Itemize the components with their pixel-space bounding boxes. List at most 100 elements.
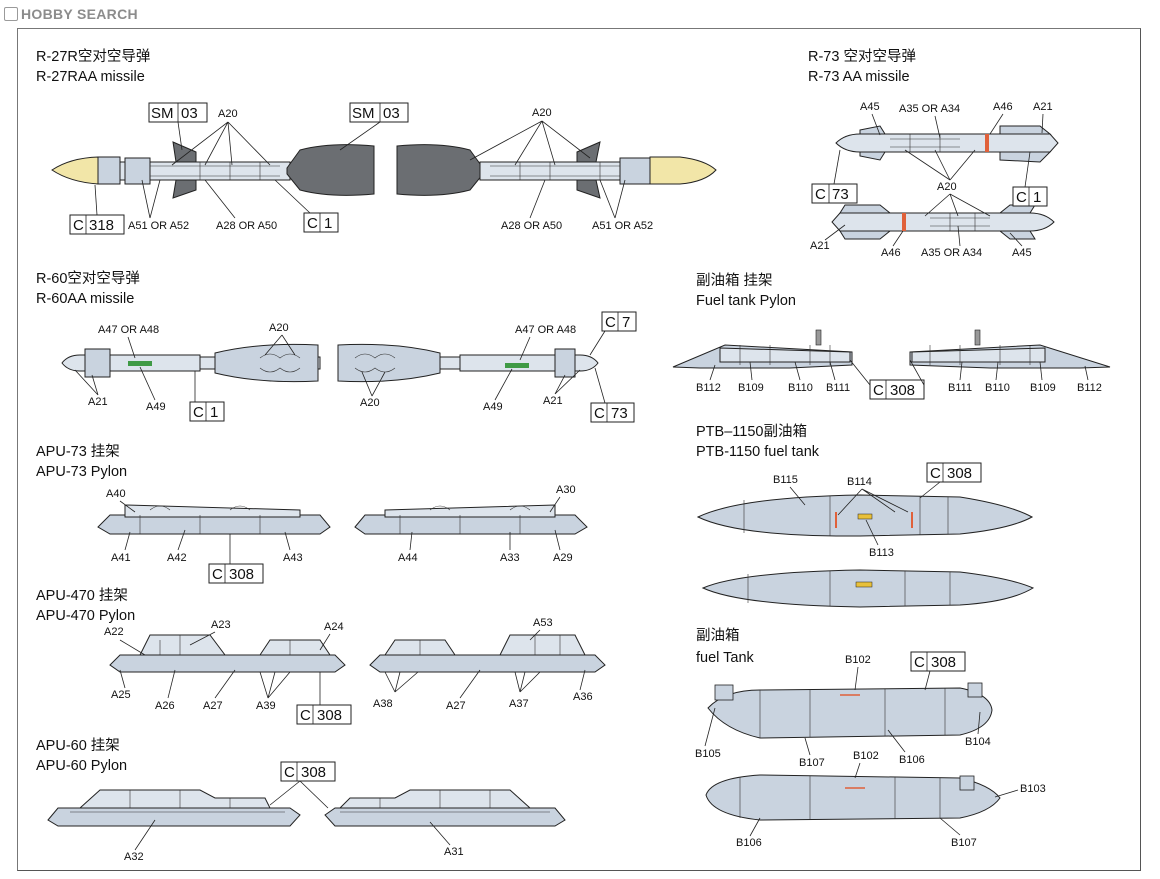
ref-c318: C 318 <box>69 214 125 235</box>
ref-c308-apu73: C 308 <box>208 563 264 584</box>
svg-text:C: C <box>914 654 925 671</box>
ref-c73-r73: C 73 <box>811 183 858 204</box>
fuel-pylon-title-en: Fuel tank Pylon <box>696 293 796 309</box>
svg-text:C: C <box>193 404 204 421</box>
apu470-title-en: APU-470 Pylon <box>36 608 135 624</box>
label-b110-left: B110 <box>788 382 813 394</box>
r27-left-half <box>51 141 375 199</box>
label-a27-right: A27 <box>446 700 466 712</box>
r27-fin-top <box>576 141 601 163</box>
label-a45-r73-bottom: A45 <box>1012 247 1032 259</box>
label-a20-r27-left: A20 <box>218 108 238 120</box>
svg-text:03: 03 <box>181 105 198 122</box>
label-a46-r73-bottom: A46 <box>881 247 901 259</box>
label-a46-r73-top: A46 <box>993 101 1013 113</box>
label-b114: B114 <box>847 476 872 488</box>
label-a47-or-a48-r60-left: A47 OR A48 <box>98 324 159 336</box>
label-a42: A42 <box>167 552 187 564</box>
label-a49-r60-right: A49 <box>483 401 503 413</box>
apu73-right <box>354 514 588 535</box>
label-a43: A43 <box>283 552 303 564</box>
svg-text:318: 318 <box>89 217 114 234</box>
apu60-left <box>47 807 301 827</box>
apu470-title-cn: APU-470 挂架 <box>36 587 128 604</box>
svg-text:C: C <box>605 314 616 331</box>
svg-text:1: 1 <box>324 215 332 232</box>
label-a28-or-a50-right: A28 OR A50 <box>501 220 562 232</box>
svg-text:308: 308 <box>229 566 254 583</box>
svg-text:SM: SM <box>352 105 375 122</box>
label-a23: A23 <box>211 619 231 631</box>
svg-text:308: 308 <box>890 382 915 399</box>
label-a27-left: A27 <box>203 700 223 712</box>
svg-text:308: 308 <box>317 707 342 724</box>
label-a41: A41 <box>111 552 131 564</box>
label-b105: B105 <box>695 748 721 760</box>
label-b102-bottom: B102 <box>853 750 879 762</box>
ptb1150-title-cn: PTB–1150副油箱 <box>696 423 807 440</box>
ref-c308-fuel-pylon: C 308 <box>869 379 925 400</box>
r73-title-cn: R-73 空对空导弹 <box>808 48 916 65</box>
ref-c308-apu470: C 308 <box>296 704 352 725</box>
label-a35-or-a34-r73-top: A35 OR A34 <box>899 103 960 115</box>
svg-text:7: 7 <box>622 314 630 331</box>
svg-text:C: C <box>212 566 223 583</box>
apu73-section: APU-73 挂架 APU-73 Pylon A40 A41 A42 A43 C… <box>36 443 588 584</box>
svg-text:C: C <box>594 405 605 422</box>
svg-text:1: 1 <box>1033 189 1041 206</box>
r27-canard-top <box>172 141 197 163</box>
r60-section: R-60空对空导弹 R-60AA missile A47 OR A48 A20 … <box>36 270 637 423</box>
svg-text:73: 73 <box>611 405 628 422</box>
r27-section: R-27R空对空导弹 R-27RAA missile SM <box>36 48 717 235</box>
logo-icon <box>4 7 18 21</box>
ref-c1-r27: C 1 <box>303 212 339 233</box>
label-a31: A31 <box>444 846 464 858</box>
fuel-tank-section: 副油箱 fuel Tank B102 C 308 B105 B107 B106 … <box>695 627 1046 849</box>
label-a25: A25 <box>111 689 131 701</box>
r60-title-cn: R-60空对空导弹 <box>36 270 140 287</box>
svg-text:73: 73 <box>832 186 849 203</box>
svg-text:C: C <box>73 217 84 234</box>
apu60-section: APU-60 挂架 APU-60 Pylon C 308 A32 A31 <box>36 737 566 863</box>
fuel-tank-top <box>707 687 993 739</box>
label-a36: A36 <box>573 691 593 703</box>
label-b106-bottom: B106 <box>736 837 762 849</box>
brand-name: HOBBY SEARCH <box>21 6 138 22</box>
ref-c1-r60: C 1 <box>189 401 225 422</box>
label-a29: A29 <box>553 552 573 564</box>
r60-title-en: R-60AA missile <box>36 291 134 307</box>
svg-text:03: 03 <box>383 105 400 122</box>
r27-body-front <box>119 161 291 181</box>
r27-nose-cone <box>51 156 99 185</box>
r27-wing-right <box>396 144 484 196</box>
label-b106-top: B106 <box>899 754 925 766</box>
label-b111-left: B111 <box>826 382 850 394</box>
label-a33: A33 <box>500 552 520 564</box>
label-a26: A26 <box>155 700 175 712</box>
label-b104: B104 <box>965 736 991 748</box>
svg-text:C: C <box>300 707 311 724</box>
label-a21-r60-left: A21 <box>88 396 108 408</box>
label-a44: A44 <box>398 552 418 564</box>
r27-right-half <box>396 141 717 199</box>
r27-rear-cone <box>649 156 717 185</box>
r73-top-view <box>835 133 1059 153</box>
label-a21-r73-top: A21 <box>1033 101 1053 113</box>
svg-text:308: 308 <box>301 764 326 781</box>
ref-c308-apu60: C 308 <box>280 761 336 782</box>
r27-title-cn: R-27R空对空导弹 <box>36 48 150 65</box>
apu470-section: APU-470 挂架 APU-470 Pylon A22 A23 A24 A25… <box>36 587 606 725</box>
apu60-title-cn: APU-60 挂架 <box>36 737 120 754</box>
svg-text:308: 308 <box>931 654 956 671</box>
label-a24: A24 <box>324 621 344 633</box>
label-b102-top: B102 <box>845 654 871 666</box>
ref-c308-fuel-tank: C 308 <box>910 651 966 672</box>
label-b115: B115 <box>773 474 798 486</box>
ref-sm03-right: SM 03 <box>349 102 409 123</box>
ptb1150-bottom <box>701 569 1035 608</box>
label-a53: A53 <box>533 617 553 629</box>
label-a40: A40 <box>106 488 126 500</box>
label-a45-r73-top: A45 <box>860 101 880 113</box>
label-b107-top: B107 <box>799 757 825 769</box>
fuel-tank-title-en: fuel Tank <box>696 650 755 666</box>
